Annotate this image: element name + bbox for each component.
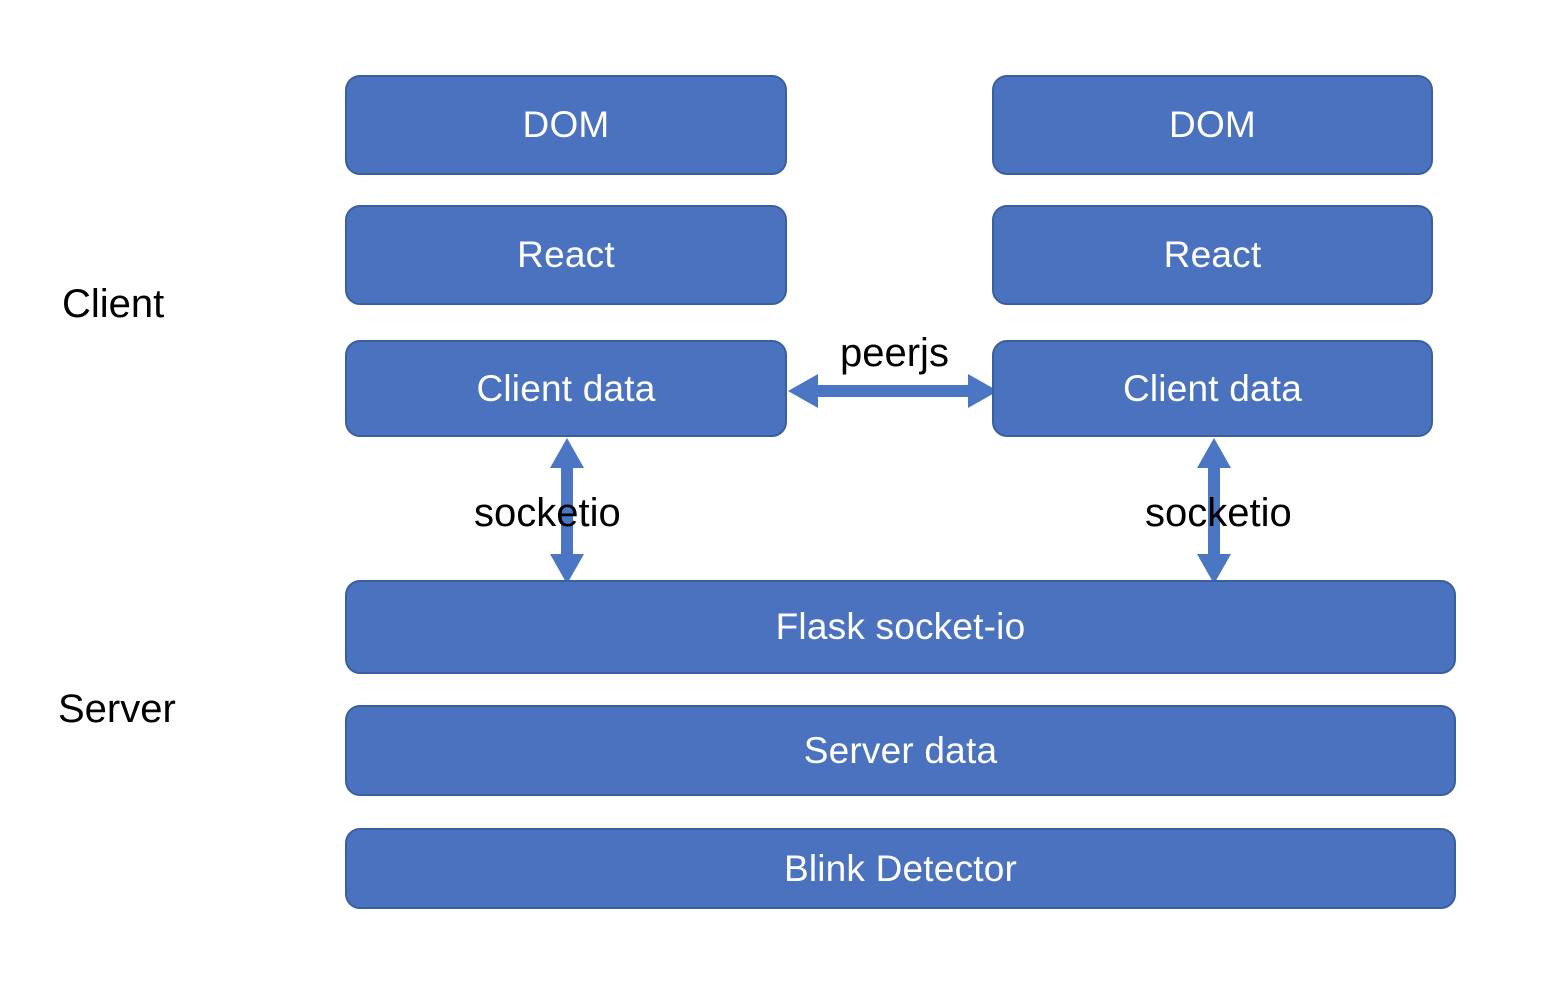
node-react-left[interactable]: React — [345, 205, 787, 305]
node-blink-detector[interactable]: Blink Detector — [345, 828, 1456, 909]
edge-label-socketio-right: socketio — [1145, 491, 1292, 535]
node-react-right[interactable]: React — [992, 205, 1433, 305]
peerjs-bidirectional-arrow-icon — [788, 374, 998, 408]
socketio-left-bidirectional-arrow-icon — [550, 438, 584, 584]
socketio-right-bidirectional-arrow-icon — [1197, 438, 1231, 584]
edge-label-socketio-left: socketio — [474, 491, 621, 535]
tier-label-server: Server — [58, 687, 176, 731]
node-client-data-right[interactable]: Client data — [992, 340, 1433, 437]
edge-label-peerjs: peerjs — [840, 331, 949, 375]
node-server-data[interactable]: Server data — [345, 705, 1456, 796]
node-dom-right[interactable]: DOM — [992, 75, 1433, 175]
tier-label-client: Client — [62, 282, 165, 326]
node-client-data-left[interactable]: Client data — [345, 340, 787, 437]
node-dom-left[interactable]: DOM — [345, 75, 787, 175]
node-flask-socket-io[interactable]: Flask socket-io — [345, 580, 1456, 674]
